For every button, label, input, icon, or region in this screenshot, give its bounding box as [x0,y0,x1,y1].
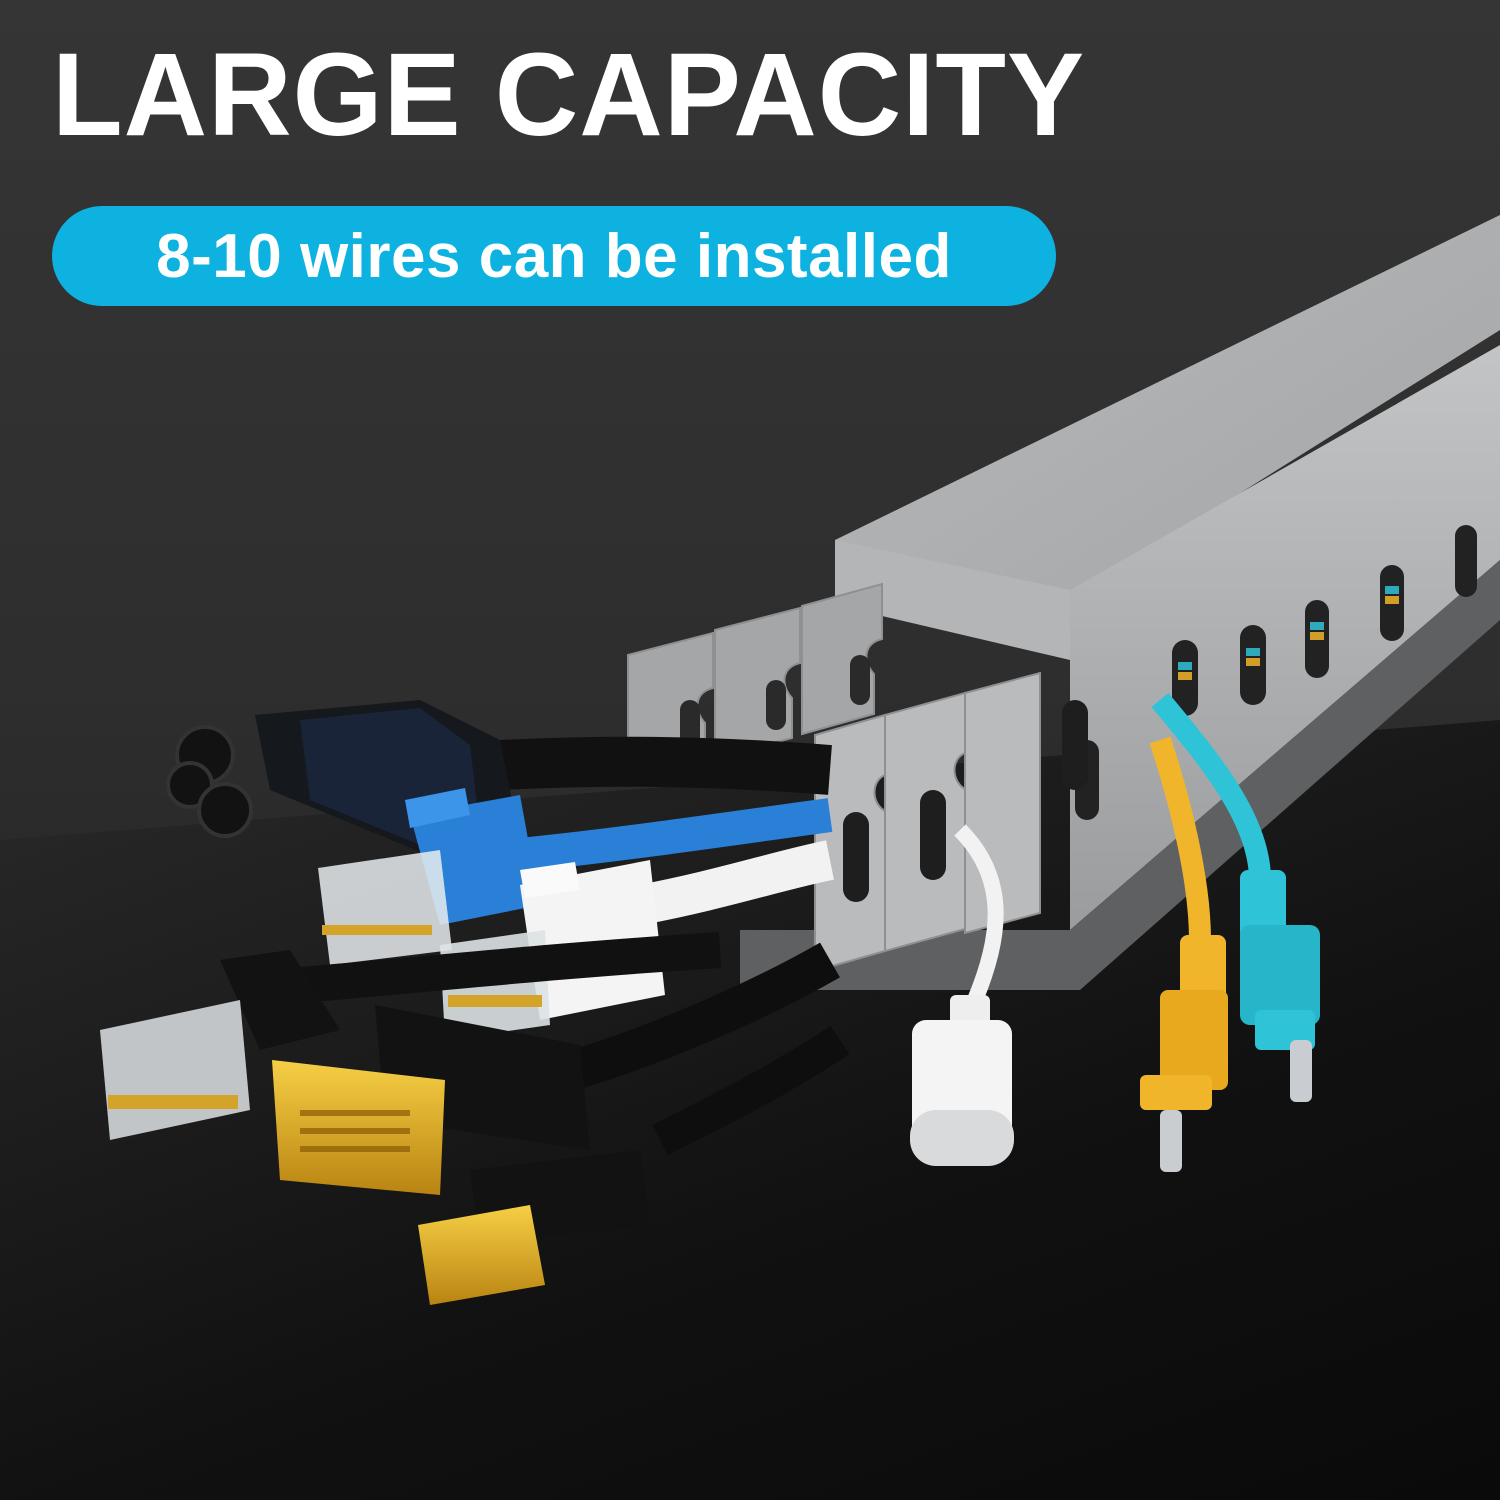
yellow-aux-cable [1140,736,1228,1172]
capacity-badge: 8-10 wires can be installed [52,206,1056,306]
blue-ethernet-cable [318,788,833,965]
hdmi-cable [418,1025,850,1305]
dvi-cable [272,942,840,1195]
usb-c-cable [910,824,1014,1166]
capacity-badge-text: 8-10 wires can be installed [156,221,952,291]
black-ethernet-cable [100,932,722,1140]
headline: LARGE CAPACITY [52,29,1086,161]
cyan-aux-cable [1151,692,1320,1102]
